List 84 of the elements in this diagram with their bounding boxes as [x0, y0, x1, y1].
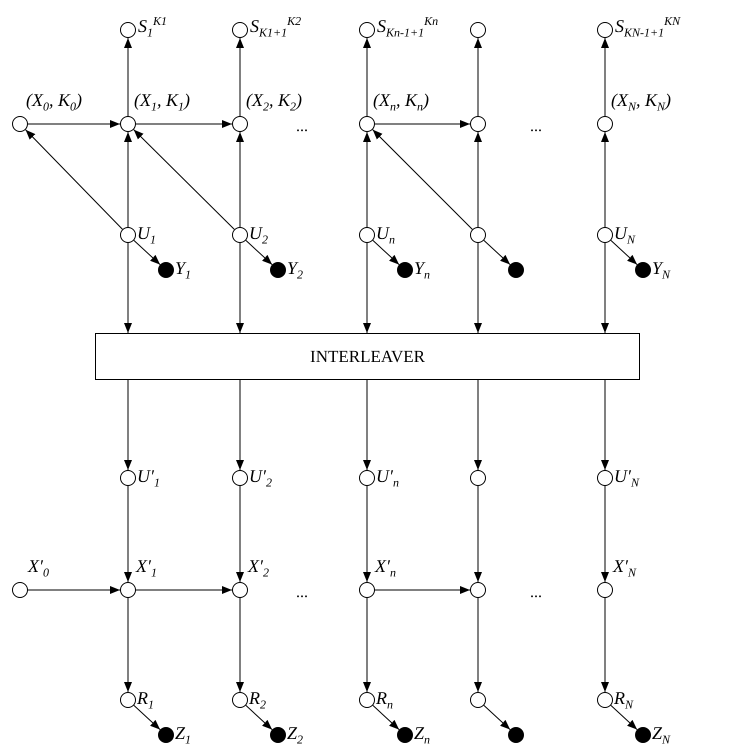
- arrow: [124, 486, 132, 582]
- arrow: [610, 704, 638, 730]
- arrow: [363, 486, 371, 582]
- arrow: [236, 486, 244, 582]
- node-label: U′$_{n}$: [376, 466, 399, 486]
- arrow: [474, 486, 482, 582]
- node-label: (X$_{0}$, K$_{0}$): [26, 90, 82, 110]
- node-label: Y$_{n}$: [414, 258, 430, 278]
- process-box: INTERLEAVER: [95, 333, 640, 380]
- arrow: [610, 240, 638, 266]
- arrow: [136, 120, 232, 128]
- arrow: [363, 380, 371, 470]
- node-label: U$_{1}$: [137, 223, 156, 243]
- node-label: X′$_{n}$: [375, 556, 396, 576]
- arrow: [601, 380, 609, 470]
- arrow: [245, 704, 273, 730]
- node-label: X′$_{1}$: [136, 556, 157, 576]
- node-label: Z$_{1}$: [175, 723, 192, 743]
- node-label: R$_{1}$: [137, 688, 154, 708]
- arrow: [236, 38, 244, 116]
- node-label: U′$_{2}$: [249, 466, 272, 486]
- arrow: [133, 240, 161, 266]
- arrow: [601, 132, 609, 228]
- arrow: [474, 38, 482, 116]
- arrow: [28, 586, 120, 594]
- arrow: [474, 132, 482, 228]
- node-label: U$_{n}$: [376, 223, 395, 243]
- arrow: [124, 38, 132, 116]
- arrow: [374, 120, 470, 128]
- ellipsis-text: ...: [296, 584, 308, 602]
- node-label: U$_{N}$: [614, 223, 636, 243]
- arrow: [133, 704, 161, 730]
- node-label: (X$_{2}$, K$_{2}$): [246, 90, 302, 110]
- node-label: (X$_{N}$, K$_{N}$): [611, 90, 672, 110]
- arrow: [236, 598, 244, 692]
- node-label: X′$_{0}$: [28, 556, 49, 576]
- arrow: [25, 129, 123, 230]
- node-label: (X$_{1}$, K$_{1}$): [134, 90, 190, 110]
- arrow: [28, 120, 120, 128]
- node-label: U′$_{1}$: [137, 466, 160, 486]
- arrow: [601, 38, 609, 116]
- node-label: Y$_{1}$: [175, 258, 192, 278]
- arrow: [374, 586, 470, 594]
- arrow: [124, 598, 132, 692]
- node-label: U$_{2}$: [249, 223, 268, 243]
- arrow: [133, 129, 235, 230]
- arrow: [363, 38, 371, 116]
- arrow: [474, 598, 482, 692]
- node-label: (X$_{n}$, K$_{n}$): [373, 90, 430, 110]
- arrow: [124, 132, 132, 228]
- arrow: [483, 704, 511, 730]
- node-label: Y$_{N}$: [652, 258, 670, 278]
- node-label: U′$_{N}$: [614, 466, 639, 486]
- ellipsis-text: ...: [296, 118, 308, 136]
- node-label: R$_{2}$: [249, 688, 266, 708]
- arrow: [124, 380, 132, 470]
- node-label: X′$_{N}$: [613, 556, 636, 576]
- node-label: R$_{N}$: [614, 688, 634, 708]
- arrow: [474, 242, 482, 334]
- arrow: [363, 132, 371, 228]
- arrow: [363, 242, 371, 334]
- node-label: Y$_{2}$: [287, 258, 304, 278]
- arrow: [601, 598, 609, 692]
- ellipsis-text: ...: [530, 584, 542, 602]
- arrow: [372, 704, 400, 730]
- arrow: [601, 486, 609, 582]
- arrow: [236, 132, 244, 228]
- arrow: [601, 242, 609, 334]
- node-label: X′$_{2}$: [248, 556, 269, 576]
- arrow: [363, 598, 371, 692]
- node-label: R$_{n}$: [376, 688, 393, 708]
- arrow: [372, 129, 473, 230]
- arrow: [474, 380, 482, 470]
- ellipsis-text: ...: [530, 118, 542, 136]
- arrow: [136, 586, 232, 594]
- arrow: [236, 380, 244, 470]
- node-label: Z$_{N}$: [652, 723, 670, 743]
- node-label: Z$_{n}$: [414, 723, 430, 743]
- arrow: [372, 240, 400, 266]
- arrow: [483, 240, 511, 266]
- node-label: Z$_{2}$: [287, 723, 304, 743]
- arrow: [245, 240, 273, 266]
- arrow: [236, 242, 244, 334]
- arrow: [124, 242, 132, 334]
